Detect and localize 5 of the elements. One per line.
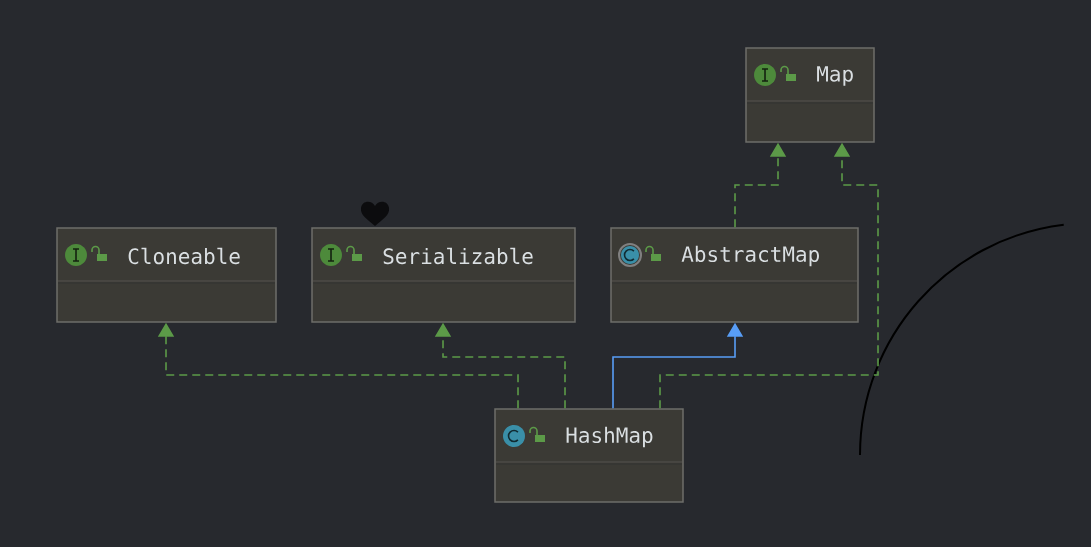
class-box: Cloneable [56,227,277,323]
class-box: HashMap [494,408,684,503]
class-box: AbstractMap [610,227,859,323]
class-box: Map [745,47,875,143]
class-box: Serializable [311,227,576,323]
